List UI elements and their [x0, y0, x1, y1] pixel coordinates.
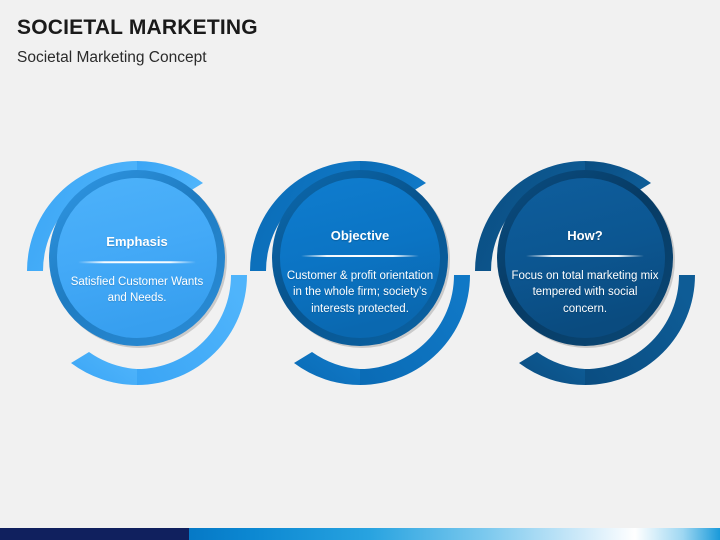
circle-graphic-how — [465, 148, 705, 398]
header: SOCIETAL MARKETING Societal Marketing Co… — [17, 16, 677, 68]
circle-item-emphasis[interactable]: Emphasis Satisfied Customer Wants and Ne… — [17, 148, 257, 398]
page-subtitle: Societal Marketing Concept — [17, 49, 207, 67]
circle-diagram: Emphasis Satisfied Customer Wants and Ne… — [0, 148, 720, 398]
page-title: SOCIETAL MARKETING — [17, 16, 258, 39]
bottom-accent-bar — [0, 528, 720, 540]
bottom-bar-left-block — [0, 528, 189, 540]
circle-graphic-emphasis — [17, 148, 257, 398]
circle-item-objective[interactable]: Objective Customer & profit orientation … — [240, 148, 480, 398]
bottom-bar-gradient-block — [189, 528, 720, 540]
circle-item-how[interactable]: How? Focus on total marketing mix temper… — [465, 148, 705, 398]
circle-graphic-objective — [240, 148, 480, 398]
